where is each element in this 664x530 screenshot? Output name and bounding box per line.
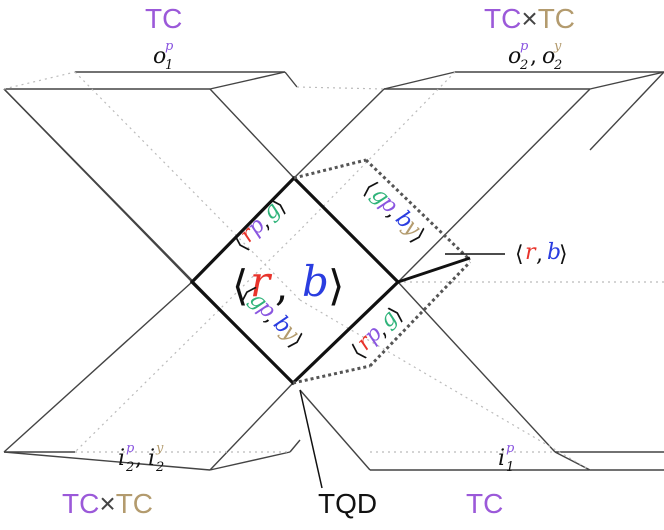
i-superscript: y bbox=[155, 441, 164, 456]
tc-bottom-left: TC×TC bbox=[62, 488, 153, 519]
hidden-edge bbox=[299, 71, 456, 231]
slab-edge bbox=[293, 88, 385, 179]
i-subscript: 1 bbox=[506, 460, 514, 475]
slab-edge bbox=[209, 88, 295, 179]
comma: , bbox=[135, 446, 142, 471]
slab-edge bbox=[397, 281, 556, 453]
tc-label: TC bbox=[484, 3, 521, 34]
i-superscript: p bbox=[506, 441, 515, 456]
rb-pointer-line bbox=[397, 256, 471, 284]
right-angle: ⟩ bbox=[328, 261, 344, 310]
o-superscript: p bbox=[165, 39, 174, 54]
comma: , bbox=[530, 44, 537, 69]
comma: , bbox=[536, 242, 543, 267]
i1-label: i 1 p bbox=[498, 441, 515, 475]
slab-edge bbox=[397, 88, 591, 283]
hidden-edge bbox=[3, 71, 76, 90]
slab-edge bbox=[3, 451, 211, 471]
slab-edge bbox=[554, 451, 591, 471]
o-superscript: y bbox=[553, 39, 562, 54]
slab-edge bbox=[289, 439, 301, 453]
hidden-edges bbox=[3, 71, 664, 471]
times-symbol: × bbox=[99, 488, 115, 519]
tqd-label: TQD bbox=[318, 488, 377, 519]
dashed-edge bbox=[368, 260, 472, 368]
b-symbol: b bbox=[547, 240, 561, 265]
r-symbol: r bbox=[525, 240, 537, 265]
slab-edge bbox=[209, 71, 286, 90]
i2-label: i 2 p , i 2 y bbox=[118, 441, 164, 475]
slab-edge bbox=[383, 71, 456, 90]
rpg-label-bottom: ⟨ r p , g ⟩ bbox=[347, 302, 409, 364]
slab-edge bbox=[3, 281, 193, 453]
tc-label: TC bbox=[62, 488, 99, 519]
slab-edge bbox=[299, 389, 371, 471]
o-base: o bbox=[153, 44, 166, 69]
rpg-label-top: ⟨ r p , g ⟩ bbox=[230, 194, 292, 256]
tc-top-left: TC bbox=[145, 3, 182, 34]
i-base: i bbox=[118, 446, 125, 471]
o-subscript: 2 bbox=[519, 58, 528, 73]
tqd-pointer-line bbox=[299, 389, 323, 489]
dashed-edge bbox=[364, 158, 472, 262]
b-symbol: b bbox=[302, 257, 329, 306]
center-rb-label: ⟨ r , b ⟩ bbox=[232, 257, 344, 310]
i-base: i bbox=[148, 446, 155, 471]
dashed-box bbox=[292, 158, 472, 385]
dashed-edge bbox=[293, 158, 367, 180]
slab-edge bbox=[284, 71, 298, 88]
tc-label: TC bbox=[538, 3, 575, 34]
dashed-edge bbox=[292, 364, 371, 385]
right-angle: ⟩ bbox=[559, 242, 568, 267]
side-rb-label: ⟨ r , b ⟩ bbox=[515, 240, 568, 267]
o-superscript: p bbox=[520, 39, 529, 54]
gpby-label-bottom: ⟨ g p , b y ⟩ bbox=[236, 282, 308, 354]
hidden-edge bbox=[299, 299, 591, 471]
slab-edge bbox=[209, 451, 291, 471]
o-subscript: 2 bbox=[553, 58, 562, 73]
o-base: o bbox=[508, 44, 521, 69]
i-superscript: p bbox=[126, 441, 135, 456]
i-subscript: 2 bbox=[125, 460, 134, 475]
slab-edge bbox=[589, 71, 664, 90]
left-angle: ⟨ bbox=[232, 261, 248, 310]
tc-top-right: TC×TC bbox=[484, 3, 575, 34]
o-base: o bbox=[542, 44, 555, 69]
i-base: i bbox=[498, 446, 505, 471]
r-symbol: r bbox=[250, 257, 273, 306]
right-slab bbox=[3, 71, 664, 471]
tc-bottom-right: TC bbox=[466, 488, 503, 519]
comma: , bbox=[275, 261, 288, 310]
i-subscript: 2 bbox=[155, 460, 164, 475]
slab-edge bbox=[3, 88, 193, 283]
o2-label: o 2 p , o 2 y bbox=[508, 39, 562, 73]
hidden-edge bbox=[296, 86, 385, 90]
o-subscript: 1 bbox=[165, 58, 173, 73]
slab-edge bbox=[589, 71, 664, 151]
tc-label: TC bbox=[116, 488, 153, 519]
left-angle: ⟨ bbox=[515, 242, 524, 267]
slab-edge bbox=[209, 382, 294, 471]
o1-label: o 1 p bbox=[153, 39, 174, 73]
times-symbol: × bbox=[521, 3, 537, 34]
